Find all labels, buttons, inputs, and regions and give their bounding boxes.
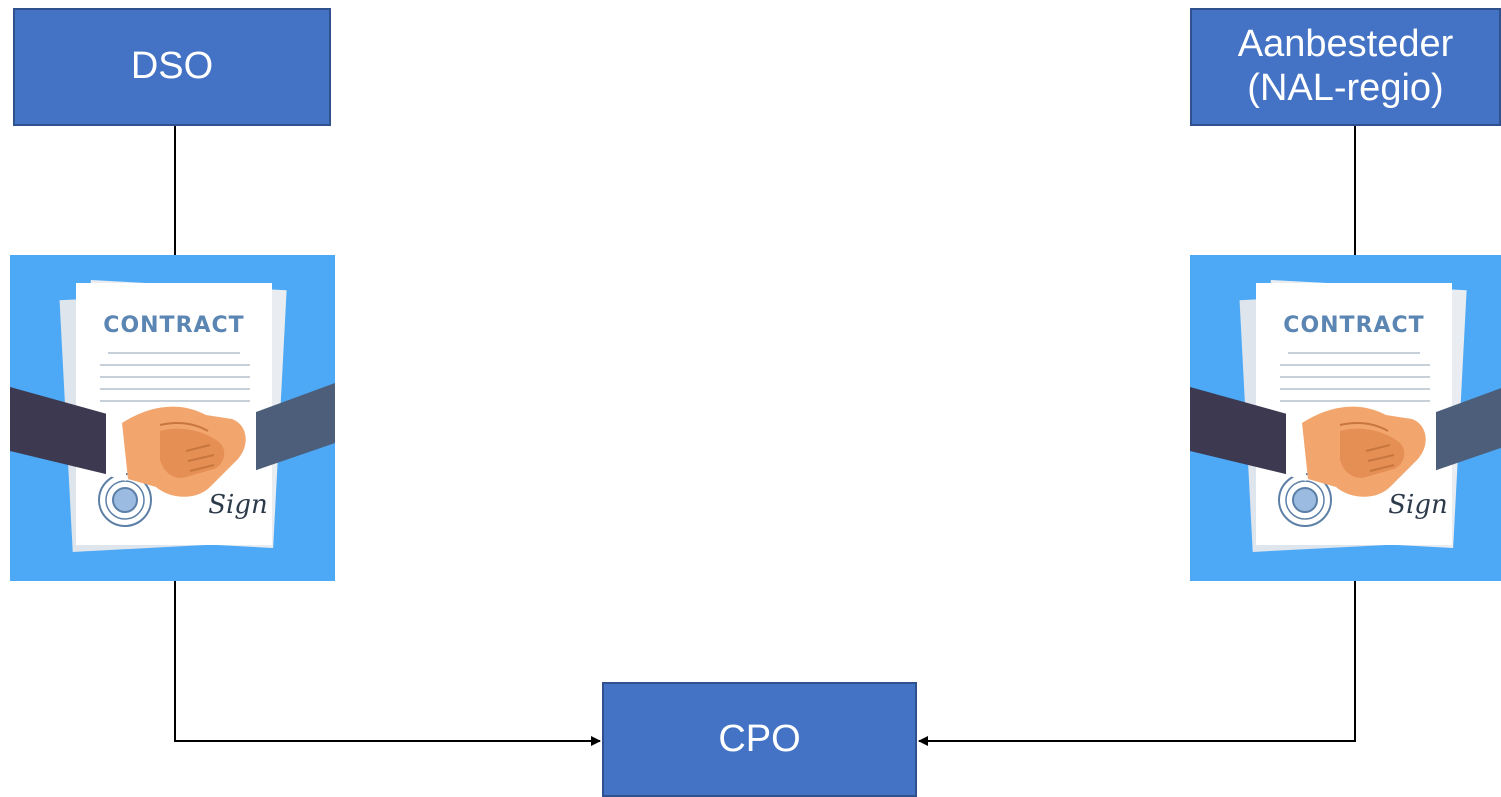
edge-contract-to-cpo-right — [918, 581, 1356, 746]
contract-right-signature: Sign — [1388, 490, 1448, 520]
dso-label: DSO — [130, 45, 214, 88]
handshake-contract-icon: CONTRACT Sign — [1190, 255, 1501, 581]
contract-left-label: CONTRACT — [103, 313, 244, 338]
contract-left: CONTRACT Sign — [10, 255, 335, 581]
edge-contract-to-cpo-left — [174, 581, 601, 746]
handshake-contract-icon: CONTRACT Sign — [10, 255, 335, 581]
aanbesteder-node: Aanbesteder (NAL-regio) — [1190, 8, 1501, 126]
aanbesteder-label-line1: Aanbesteder — [1237, 23, 1454, 66]
contract-left-signature: Sign — [208, 490, 268, 520]
dso-node: DSO — [13, 8, 331, 126]
cpo-label: CPO — [718, 717, 801, 760]
contract-right: CONTRACT Sign — [1190, 255, 1501, 581]
aanbesteder-label-line2: (NAL-regio) — [1247, 67, 1444, 109]
seal-icon — [98, 473, 152, 527]
contract-right-label: CONTRACT — [1283, 313, 1424, 338]
cpo-node: CPO — [602, 682, 917, 797]
